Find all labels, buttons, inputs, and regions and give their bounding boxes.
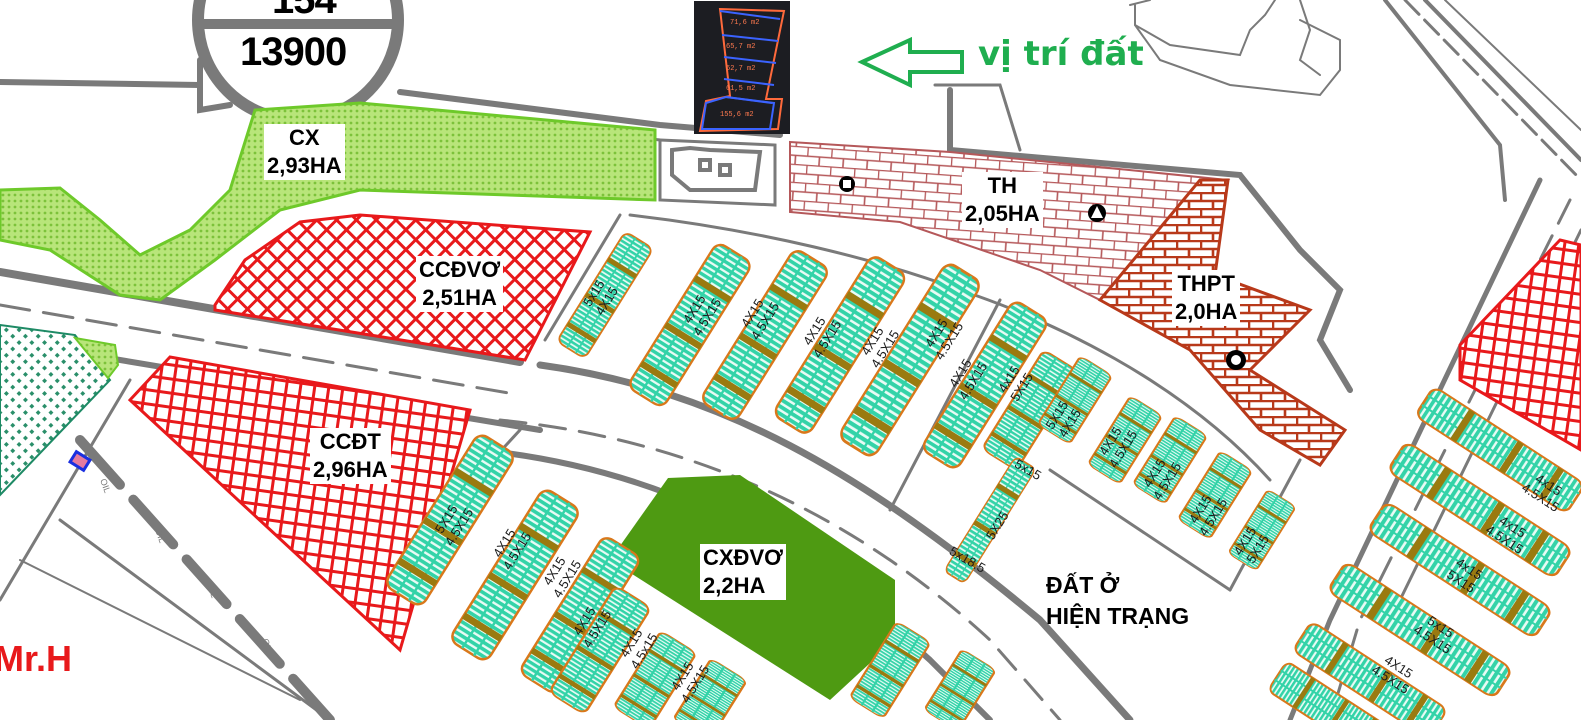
svg-text:OIL: OIL (260, 637, 274, 654)
utility-marker (67, 449, 93, 473)
svg-text:OIL: OIL (98, 477, 112, 494)
location-label: vị trí đất (978, 34, 1144, 74)
marker-bottom-number: 13900 (240, 30, 347, 74)
svg-text:OIL: OIL (205, 582, 219, 599)
inset-plot-outline (698, 7, 786, 133)
zone-ccdvo[interactable] (213, 213, 593, 362)
zone-green-small (72, 336, 120, 380)
building-footprint (658, 138, 777, 207)
zone-label-cxdvo[interactable]: CXĐVƠ 2,2HA (700, 544, 786, 600)
inset-survey-photo[interactable]: 71,6 m2 65,7 m2 62,7 m2 61,5 m2 155,6 m2 (694, 1, 790, 134)
zone-code: TH (987, 173, 1017, 198)
zone-code: CCĐVƠ (419, 257, 501, 282)
watermark: Mr.H (0, 638, 73, 679)
zone-code: CCĐT (319, 429, 381, 454)
inset-plot-1: 71,6 m2 (730, 19, 760, 27)
zone-label-cx[interactable]: CX 2,93HA (264, 124, 345, 180)
zone-commercial-right (1458, 238, 1581, 452)
zone-green-left (0, 323, 112, 497)
svg-text:OIL: OIL (153, 527, 167, 544)
zone-ccdt[interactable] (127, 355, 472, 653)
existing-residential-label: ĐẤT Ở HIỆN TRẠNG (1046, 570, 1189, 632)
inset-plot-3: 62,7 m2 (726, 65, 756, 73)
marker-top-number: 154 (272, 0, 337, 22)
zone-code: CXĐVƠ (703, 545, 783, 570)
zone-area: 2,51HA (422, 285, 497, 310)
zone-cx[interactable] (0, 101, 657, 302)
location-arrow-icon (857, 36, 964, 89)
zone-area: 2,05HA (965, 201, 1040, 226)
zone-code: THPT (1177, 271, 1235, 296)
school-symbols (839, 176, 1246, 370)
inset-plot-2: 65,7 m2 (726, 43, 756, 51)
zone-code: CX (289, 125, 320, 150)
road-markings: OIL OIL OIL OIL (98, 477, 274, 654)
inset-plot-5: 155,6 m2 (720, 111, 754, 119)
existing-residential-line1: ĐẤT Ở (1046, 572, 1120, 598)
zone-area: 2,93HA (267, 153, 342, 178)
zone-label-ccdvo[interactable]: CCĐVƠ 2,51HA (416, 256, 504, 312)
existing-residential-line2: HIỆN TRẠNG (1046, 603, 1190, 629)
zone-label-thpt[interactable]: THPT 2,0HA (1172, 270, 1241, 326)
zone-label-ccdt[interactable]: CCĐT 2,96HA (310, 428, 391, 484)
zone-area: 2,96HA (313, 457, 388, 482)
zone-area: 2,2HA (703, 573, 766, 598)
residential-lots (382, 230, 1581, 720)
inset-plot-4: 61,5 m2 (726, 85, 756, 93)
zone-area: 2,0HA (1175, 299, 1238, 324)
zone-label-th[interactable]: TH 2,05HA (962, 172, 1043, 228)
